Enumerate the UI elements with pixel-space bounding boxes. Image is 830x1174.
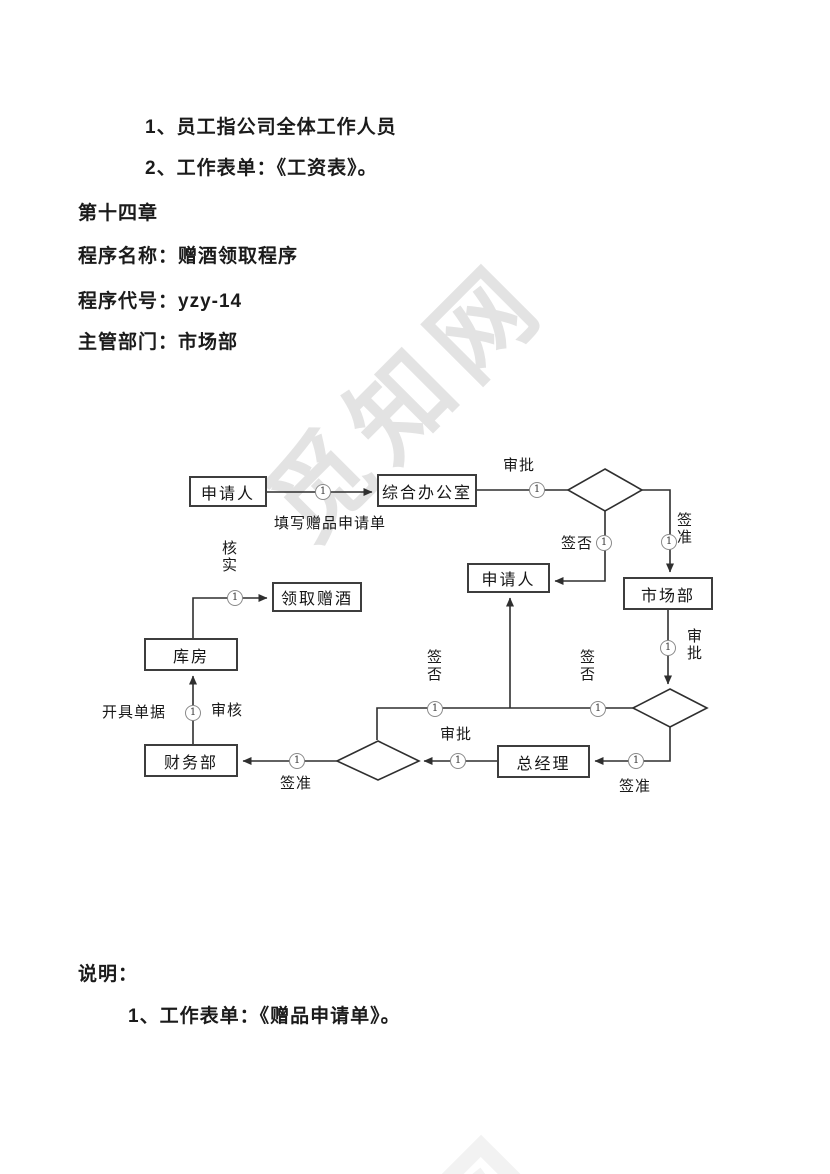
decision-diamond-top [566, 468, 644, 512]
node-admin-office: 综合办公室 [377, 474, 477, 507]
flow-label-sign-no-mid-right: 签否 [579, 649, 595, 683]
node-applicant-top: 申请人 [189, 476, 267, 507]
node-applicant-mid: 申请人 [467, 563, 550, 593]
note-heading: 说明： [78, 964, 139, 985]
flow-label-fill-form: 填写赠品申请单 [274, 515, 387, 532]
list-item-worksheet: 2、工作表单：《工资表》。 [145, 158, 378, 179]
flow-label-sign-yes-bottom-right: 签准 [619, 778, 652, 795]
step-circle: 1 [661, 534, 677, 550]
decision-diamond-right [631, 688, 709, 728]
flow-label-verify: 核实 [221, 540, 237, 574]
node-finance-dept: 财务部 [144, 744, 238, 777]
note-item: 1、工作表单：《赠品申请单》。 [128, 1006, 401, 1027]
node-receive-wine: 领取赠酒 [272, 582, 362, 612]
procedure-name-line: 程序名称：赠酒领取程序 [78, 246, 299, 267]
node-general-manager: 总经理 [497, 745, 590, 778]
step-circle: 1 [227, 590, 243, 606]
step-circle: 1 [427, 701, 443, 717]
step-circle: 1 [315, 484, 331, 500]
connector-lines [189, 488, 674, 765]
step-circle: 1 [596, 535, 612, 551]
flow-label-issue-doc: 开具单据 [102, 704, 167, 721]
flow-label-sign-yes-top: 签准 [676, 512, 692, 546]
step-circle: 1 [590, 701, 606, 717]
decision-diamonds [335, 468, 709, 781]
chapter-heading: 第十四章 [78, 203, 159, 224]
flow-label-audit: 审核 [211, 702, 244, 719]
flow-label-sign-no-mid-left: 签否 [426, 649, 442, 683]
flow-label-sign-no-top: 签否 [561, 535, 594, 552]
step-circle: 1 [289, 753, 305, 769]
flow-label-sign-yes-bottom-left: 签准 [280, 775, 313, 792]
step-circle: 1 [628, 753, 644, 769]
decision-diamond-bottom [335, 740, 421, 781]
node-warehouse: 库房 [144, 638, 238, 671]
procedure-code-line: 程序代号：yzy-14 [78, 291, 243, 312]
list-item-employees: 1、员工指公司全体工作人员 [145, 117, 397, 138]
step-circle: 1 [529, 482, 545, 498]
step-circle: 1 [185, 705, 201, 721]
owner-dept-line: 主管部门：市场部 [78, 332, 239, 353]
step-circle: 1 [660, 640, 676, 656]
flow-label-approve-right: 审批 [686, 628, 702, 662]
node-market-dept: 市场部 [623, 577, 713, 610]
step-circle: 1 [450, 753, 466, 769]
flow-label-approve-bottom: 审批 [440, 726, 473, 743]
flow-label-approve-top: 审批 [503, 457, 536, 474]
